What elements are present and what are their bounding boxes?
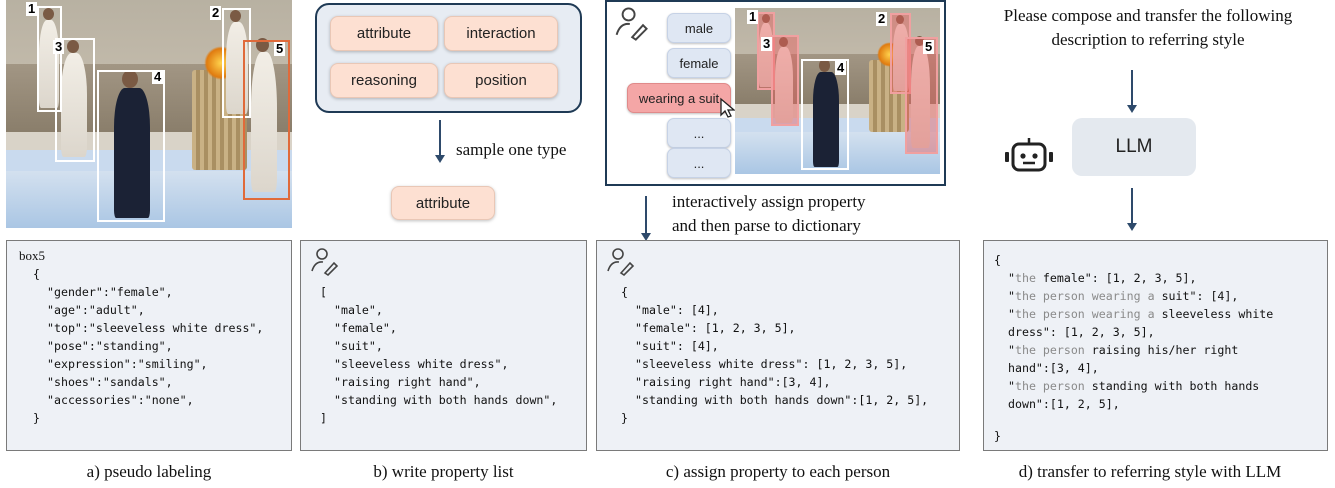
arrow — [1131, 70, 1133, 106]
code-line: "top":"sleeveless white dress", — [47, 321, 264, 335]
code-line: "the person standing with both hands — [1008, 379, 1260, 393]
caption-c: c) assign property to each person — [665, 462, 891, 481]
bounding-box — [757, 12, 775, 90]
sampled-type-pill: attribute — [391, 186, 495, 220]
annotator-icon — [309, 247, 339, 277]
code-line: "the person raising his/her right — [1008, 343, 1239, 357]
code-line: "the person wearing a suit": [4], — [1008, 289, 1239, 303]
property-list-code: [ "male", "female", "suit", "sleeveless … — [300, 240, 587, 451]
code-line: "suit": [4], — [635, 339, 719, 353]
scene-photo-a: 1 3 4 2 5 — [6, 0, 292, 228]
option-more[interactable]: ... — [667, 148, 731, 178]
code-line: "female", — [334, 321, 397, 335]
code-line: } — [33, 411, 40, 425]
instruction-line2: description to referring style — [1051, 30, 1245, 49]
code-line: } — [621, 411, 628, 425]
code-line: { — [994, 253, 1001, 267]
option-wearing-suit[interactable]: wearing a suit — [627, 83, 731, 113]
annotator-icon — [605, 247, 635, 277]
cursor-icon — [719, 97, 737, 119]
code-line: "age":"adult", — [47, 303, 145, 317]
code-line: dress": [1, 2, 3, 5], — [1008, 325, 1155, 339]
code-line: "shoes":"sandals", — [47, 375, 173, 389]
caption-a: a) pseudo labeling — [86, 462, 212, 481]
bounding-box — [97, 70, 165, 222]
code-line: [ — [320, 285, 327, 299]
code-line: "accessories":"none", — [47, 393, 194, 407]
assign-label-line1: interactively assign property — [672, 192, 866, 211]
annotator-icon — [613, 6, 649, 42]
code-line: "sleeveless white dress", — [334, 357, 509, 371]
arrow — [439, 120, 441, 156]
box-label: 5 — [274, 41, 286, 56]
bounding-box — [222, 8, 251, 118]
option-more[interactable]: ... — [667, 118, 731, 148]
option-male[interactable]: male — [667, 13, 731, 43]
pseudo-label-code: box5 { "gender":"female", "age":"adult",… — [6, 240, 292, 451]
arrow-head — [1127, 223, 1137, 231]
assignment-dictionary-code: { "male": [4], "female": [1, 2, 3, 5], "… — [596, 240, 960, 451]
llm-box: LLM — [1072, 118, 1196, 176]
box-label: 3 — [761, 36, 773, 51]
instruction-line1: Please compose and transfer the followin… — [1003, 6, 1293, 25]
arrow-head — [1127, 105, 1137, 113]
code-line: "suit", — [334, 339, 383, 353]
bounding-box — [243, 40, 290, 200]
code-line: { — [621, 285, 628, 299]
code-line: "female": [1, 2, 3, 5], — [635, 321, 796, 335]
box-label: 5 — [923, 39, 935, 54]
code-line: "the female": [1, 2, 3, 5], — [1008, 271, 1197, 285]
arrow — [645, 196, 647, 234]
box-label: 2 — [876, 11, 888, 26]
type-pill-reasoning: reasoning — [330, 63, 438, 98]
box-label: 2 — [210, 5, 222, 20]
box-label: 3 — [53, 39, 65, 54]
box-label: 1 — [747, 9, 759, 24]
code-line: "sleeveless white dress": [1, 2, 3, 5], — [635, 357, 908, 371]
box-label: 1 — [26, 1, 38, 16]
code-line: "standing with both hands down", — [334, 393, 558, 407]
box-label: 4 — [835, 60, 847, 75]
box-label: 4 — [152, 69, 164, 84]
code-line: down":[1, 2, 5], — [1008, 397, 1120, 411]
arrow — [1131, 188, 1133, 224]
referring-style-code: { "the female": [1, 2, 3, 5], "the perso… — [983, 240, 1328, 451]
arrow-head — [641, 233, 651, 241]
code-line: "raising right hand":[3, 4], — [635, 375, 831, 389]
bounding-box — [771, 35, 799, 126]
code-line: "the person wearing a sleeveless white — [1008, 307, 1274, 321]
sample-label: sample one type — [456, 140, 567, 159]
bounding-box — [905, 37, 938, 154]
code-line: "male": [4], — [635, 303, 719, 317]
assign-label-line2: and then parse to dictionary — [672, 216, 861, 235]
code-line: "expression":"smiling", — [47, 357, 208, 371]
option-female[interactable]: female — [667, 48, 731, 78]
code-line: "pose":"standing", — [47, 339, 173, 353]
code-line: "raising right hand", — [334, 375, 481, 389]
code-line: "male", — [334, 303, 383, 317]
type-pill-attribute: attribute — [330, 16, 438, 51]
bounding-box — [37, 6, 62, 112]
box-title: box5 — [19, 248, 45, 263]
caption-b: b) write property list — [373, 462, 514, 481]
caption-d: d) transfer to referring style with LLM — [1018, 462, 1282, 481]
code-line: } — [994, 429, 1001, 443]
bounding-box — [55, 38, 95, 162]
type-pill-interaction: interaction — [444, 16, 558, 51]
code-line: hand":[3, 4], — [1008, 361, 1099, 375]
code-line: "gender":"female", — [47, 285, 173, 299]
code-line: ] — [320, 411, 327, 425]
code-line: "standing with both hands down":[1, 2, 5… — [635, 393, 929, 407]
code-line: { — [33, 267, 40, 281]
robot-icon — [1003, 136, 1055, 174]
type-pill-position: position — [444, 63, 558, 98]
llm-label: LLM — [1115, 136, 1153, 157]
scene-photo-c: 1 3 4 2 5 — [735, 8, 940, 174]
arrow-head — [435, 155, 445, 163]
bounding-box — [801, 59, 849, 170]
